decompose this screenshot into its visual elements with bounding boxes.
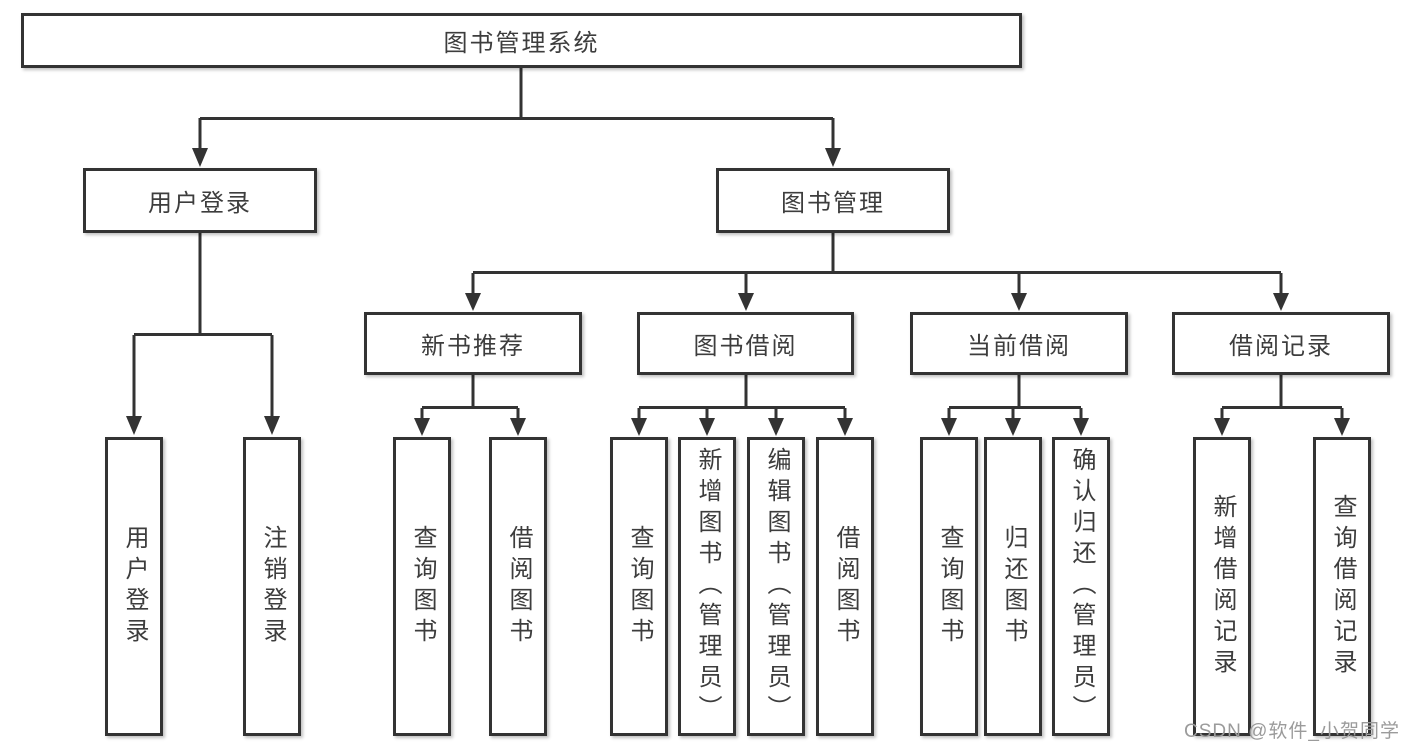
node-label: 图书借阅 (693, 333, 798, 360)
node-current-borrow: 当前借阅 (910, 312, 1128, 375)
leaf-label: 注销登录 (259, 524, 286, 649)
node-user-login: 用户登录 (83, 168, 317, 233)
leaf-label: 借阅图书 (505, 524, 532, 649)
leaf-recommend-query-books: 查询图书 (393, 437, 451, 736)
node-new-book-recommend: 新书推荐 (364, 312, 582, 375)
leaf-label: 查询图书 (626, 524, 653, 649)
leaf-current-query-books: 查询图书 (920, 437, 978, 736)
leaf-label: 查询借阅记录 (1329, 493, 1356, 680)
leaf-label: 用户登录 (121, 524, 148, 649)
leaf-borrow-books: 借阅图书 (816, 437, 874, 736)
node-borrow-records: 借阅记录 (1172, 312, 1390, 375)
leaf-label: 查询图书 (936, 524, 963, 649)
leaf-borrow-query-books: 查询图书 (610, 437, 668, 736)
leaf-edit-books-admin: 编辑图书（管理员） (747, 437, 805, 736)
leaf-add-borrow-record: 新增借阅记录 (1193, 437, 1251, 736)
leaf-add-books-admin: 新增图书（管理员） (678, 437, 736, 736)
node-label: 新书推荐 (421, 333, 525, 360)
leaf-confirm-return-admin: 确认归还（管理员） (1052, 437, 1110, 736)
node-label: 用户登录 (148, 190, 252, 217)
node-book-management: 图书管理 (716, 168, 950, 233)
leaf-user-login: 用户登录 (105, 437, 163, 736)
watermark: CSDN @软件_小贺同学 (1184, 721, 1400, 742)
leaf-label: 编辑图书（管理员） (763, 447, 790, 726)
node-label: 当前借阅 (967, 333, 1071, 360)
leaf-label: 新增图书（管理员） (694, 447, 721, 726)
leaf-label: 确认归还（管理员） (1068, 447, 1095, 726)
node-label: 图书管理系统 (443, 30, 600, 57)
leaf-label: 借阅图书 (832, 524, 859, 649)
leaf-return-books: 归还图书 (984, 437, 1042, 736)
leaf-recommend-borrow-books: 借阅图书 (489, 437, 547, 736)
node-label: 借阅记录 (1229, 333, 1333, 360)
node-book-borrow: 图书借阅 (637, 312, 854, 375)
leaf-label: 新增借阅记录 (1209, 493, 1236, 680)
leaf-query-borrow-record: 查询借阅记录 (1313, 437, 1371, 736)
node-root-library-system: 图书管理系统 (21, 13, 1022, 68)
leaf-label: 查询图书 (409, 524, 436, 649)
leaf-logout: 注销登录 (243, 437, 301, 736)
leaf-label: 归还图书 (1000, 524, 1027, 649)
node-label: 图书管理 (781, 190, 885, 217)
